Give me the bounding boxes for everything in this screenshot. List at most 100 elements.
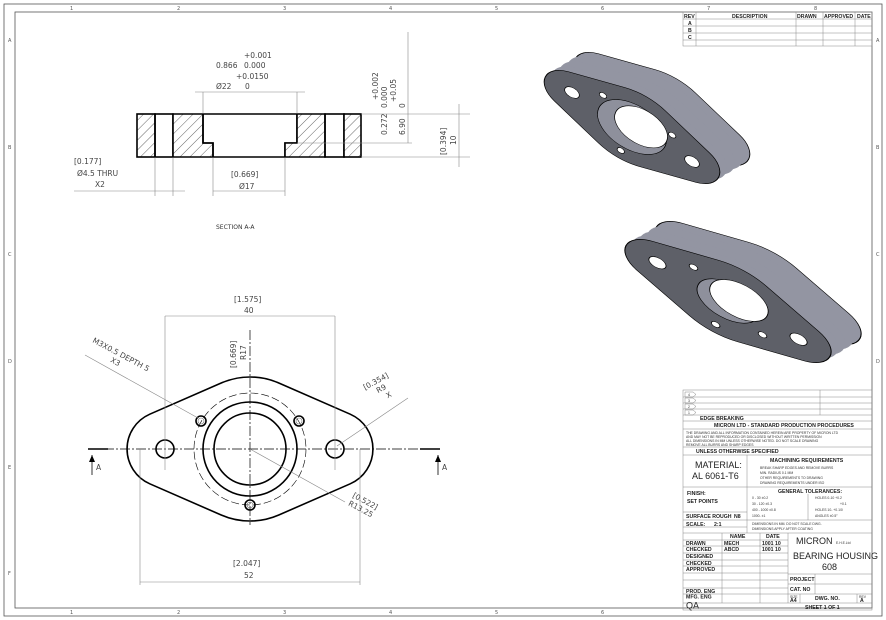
svg-text:B: B — [876, 145, 880, 151]
svg-text:BREAK SHARP EDGES AND REMOVE B: BREAK SHARP EDGES AND REMOVE BURRS — [760, 466, 834, 470]
svg-text:1: 1 — [70, 6, 73, 12]
section-view: +0.001 0.866 0.000 +0.0150 Ø22 0 +0.002 … — [74, 32, 470, 231]
svg-text:SURFACE ROUGH: SURFACE ROUGH — [686, 514, 732, 520]
svg-text:6.90: 6.90 — [398, 118, 407, 135]
svg-text:A4: A4 — [790, 598, 797, 604]
svg-text:A: A — [860, 598, 864, 604]
svg-text:[0.394]: [0.394] — [439, 128, 448, 155]
svg-text:FINISH:: FINISH: — [687, 491, 706, 497]
svg-text:SHEET 1 OF 1: SHEET 1 OF 1 — [805, 605, 840, 611]
svg-text:[0.669]: [0.669] — [231, 170, 258, 179]
svg-text:D: D — [876, 359, 880, 365]
svg-text:OTHER REQUIREMENTS TO DRAWING: OTHER REQUIREMENTS TO DRAWING — [760, 476, 823, 480]
svg-text:A: A — [688, 21, 692, 27]
sheet-border — [3, 3, 883, 617]
svg-text:2: 2 — [177, 6, 180, 12]
svg-text:MFG. ENG: MFG. ENG — [686, 595, 712, 601]
svg-text:DRAWN: DRAWN — [797, 14, 817, 20]
svg-text:SCALE:: SCALE: — [686, 522, 706, 528]
section-marker-left: A — [96, 463, 102, 472]
svg-text:C: C — [876, 252, 880, 258]
section-label: SECTION A-A — [216, 224, 255, 231]
svg-text:MACHINING REQUIREMENTS: MACHINING REQUIREMENTS — [770, 458, 844, 464]
svg-text:1: 1 — [688, 411, 690, 415]
svg-text:0.000: 0.000 — [380, 86, 389, 108]
svg-text:3: 3 — [688, 399, 690, 403]
svg-text:MECH: MECH — [724, 541, 740, 547]
svg-text:CHECKED: CHECKED — [686, 547, 712, 553]
svg-text:+0.002: +0.002 — [371, 72, 380, 100]
svg-text:E.H.E.Ltd: E.H.E.Ltd — [836, 541, 851, 545]
svg-text:1000- ±1: 1000- ±1 — [752, 514, 765, 518]
svg-text:A: A — [8, 38, 12, 44]
svg-text:5: 5 — [495, 6, 498, 12]
svg-text:608: 608 — [822, 562, 837, 572]
svg-text:PROJECT: PROJECT — [790, 577, 815, 583]
svg-text:6: 6 — [601, 610, 604, 616]
svg-text:B: B — [688, 28, 692, 34]
svg-text:C: C — [8, 252, 12, 258]
svg-text:3: 3 — [283, 6, 286, 12]
svg-text:[0.177]: [0.177] — [74, 157, 101, 166]
svg-text:ALL DIMENSIONS IN MM UNLESS OT: ALL DIMENSIONS IN MM UNLESS OTHERWISE NO… — [686, 439, 819, 443]
isometric-view-back — [609, 196, 877, 388]
svg-text:DRAWN: DRAWN — [686, 541, 706, 547]
svg-text:10: 10 — [449, 135, 458, 145]
svg-text:X: X — [384, 390, 393, 400]
svg-text:40: 40 — [244, 306, 254, 315]
svg-text:DESCRIPTION: DESCRIPTION — [732, 14, 768, 20]
svg-text:52: 52 — [244, 571, 254, 580]
svg-text:+0.05: +0.05 — [389, 79, 398, 102]
svg-text:0.866: 0.866 — [216, 61, 238, 70]
svg-text:NAME: NAME — [730, 534, 746, 540]
svg-text:Ø22: Ø22 — [216, 82, 232, 91]
svg-text:DESIGNED: DESIGNED — [686, 554, 713, 560]
svg-text:ABCD: ABCD — [724, 547, 739, 553]
signoff-grid — [683, 533, 872, 604]
zone-markers: 1 2 3 4 5 6 7 8 1 2 3 4 5 6 A B C D E F … — [8, 6, 880, 616]
svg-text:2: 2 — [177, 610, 180, 616]
svg-text:CHECKED: CHECKED — [686, 561, 712, 567]
svg-text:DATE: DATE — [766, 534, 780, 540]
svg-text:0: 0 — [245, 82, 250, 91]
svg-text:D: D — [8, 359, 12, 365]
isometric-view-front — [530, 28, 764, 208]
svg-text:5: 5 — [495, 610, 498, 616]
svg-text:0 - 30 ±0.2: 0 - 30 ±0.2 — [752, 496, 768, 500]
svg-text:UNLESS OTHERWISE SPECIFIED: UNLESS OTHERWISE SPECIFIED — [696, 449, 779, 455]
svg-text:APPROVED: APPROVED — [686, 567, 715, 573]
svg-text:M3X0.5 DEPTH 5: M3X0.5 DEPTH 5 — [91, 336, 151, 374]
svg-text:0.272: 0.272 — [380, 113, 389, 135]
svg-text:[0.669]: [0.669] — [229, 341, 238, 368]
svg-text:E: E — [8, 465, 11, 471]
svg-text:+0.001: +0.001 — [244, 51, 272, 60]
svg-text:4: 4 — [389, 6, 392, 12]
svg-text:AL 6061-T6: AL 6061-T6 — [692, 471, 739, 481]
svg-text:DIMENSIONS APPLY AFTER COATING: DIMENSIONS APPLY AFTER COATING — [752, 527, 813, 531]
svg-text:A: A — [876, 38, 880, 44]
svg-text:2:1: 2:1 — [714, 522, 722, 528]
svg-text:[2.047]: [2.047] — [233, 559, 260, 568]
svg-text:6: 6 — [601, 6, 604, 12]
svg-text:REV: REV — [859, 595, 867, 599]
svg-text:1001 10: 1001 10 — [762, 541, 781, 547]
svg-text:4: 4 — [688, 393, 690, 397]
svg-text:R9: R9 — [375, 382, 388, 395]
svg-text:F: F — [8, 571, 11, 577]
svg-text:0.000: 0.000 — [244, 61, 266, 70]
svg-text:7: 7 — [707, 6, 710, 12]
svg-text:4: 4 — [389, 610, 392, 616]
svg-text:1001 10: 1001 10 — [762, 547, 781, 553]
svg-text:DRAWING REQUIREMENTS UNDER ISO: DRAWING REQUIREMENTS UNDER ISO — [760, 481, 825, 485]
svg-text:HOLES 10- +0.1/0: HOLES 10- +0.1/0 — [815, 508, 843, 512]
svg-text:Ø4.5 THRU: Ø4.5 THRU — [77, 169, 118, 178]
svg-text:B: B — [8, 145, 12, 151]
revision-table: REV DESCRIPTION DRAWN APPROVED DATE A B … — [682, 11, 873, 47]
svg-text:SIZE: SIZE — [790, 595, 798, 599]
svg-text:1: 1 — [70, 610, 73, 616]
svg-text:AND MAY NOT BE REPRODUCED OR D: AND MAY NOT BE REPRODUCED OR DISCLOSED W… — [686, 435, 822, 439]
svg-text:PROD. ENG: PROD. ENG — [686, 589, 715, 595]
svg-text:QA: QA — [686, 601, 699, 611]
svg-text:C: C — [688, 35, 692, 41]
